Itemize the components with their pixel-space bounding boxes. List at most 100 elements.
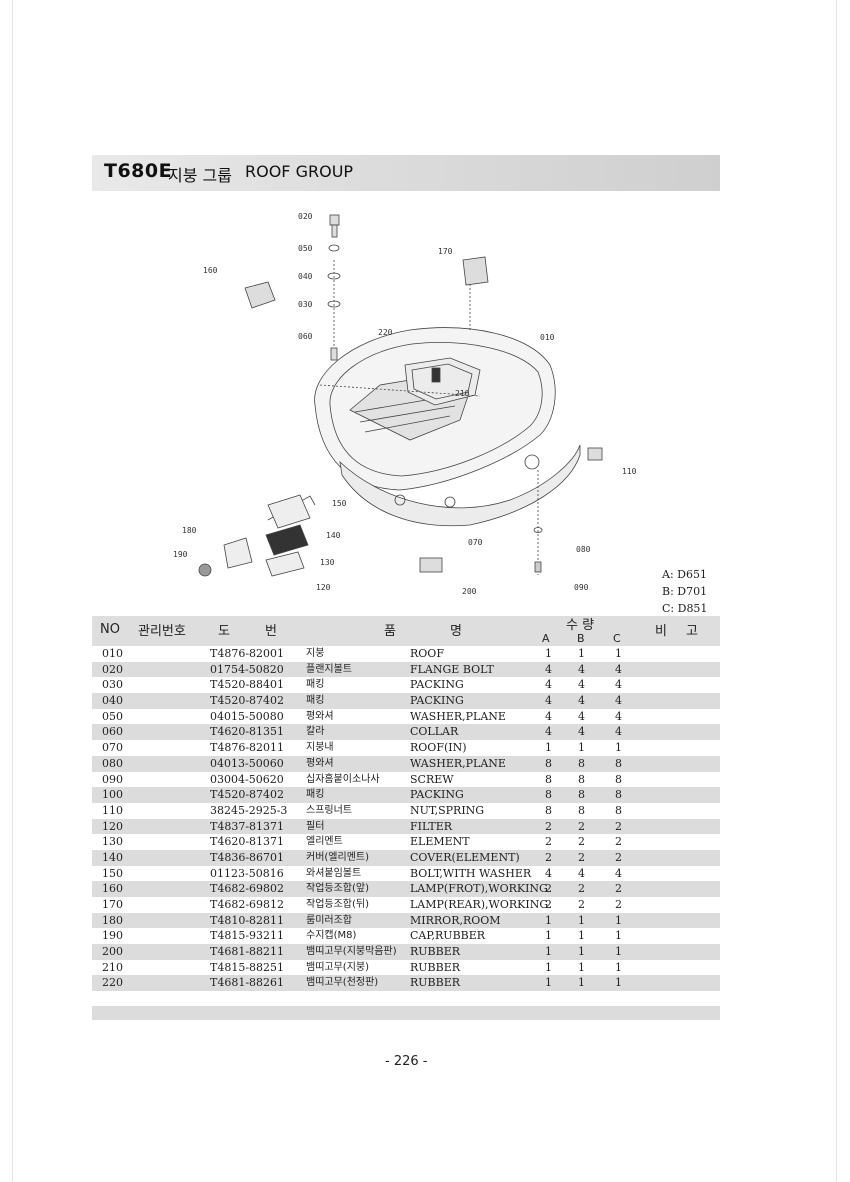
row-no: 160 [102,882,123,896]
row-no: 180 [102,913,123,927]
row-qty-b: 2 [578,835,585,849]
row-qty-a: 8 [545,756,552,770]
header-qty-b: B [577,632,585,645]
exploded-parts-diagram: 020 050 040 030 060 160 170 220 010 210 … [173,212,637,596]
row-name-english: PACKING [410,788,464,802]
row-no: 140 [102,850,123,864]
row-qty-c: 1 [615,960,622,974]
header-qty-c: C [613,632,621,645]
row-qty-a: 4 [545,725,552,739]
row-qty-b: 1 [578,945,585,959]
row-qty-c: 2 [615,850,622,864]
table-footer-bar [92,1006,720,1020]
row-name-english: RUBBER [410,960,461,974]
row-qty-c: 1 [615,976,622,990]
callout-label: 010 [540,333,555,342]
row-no: 020 [102,662,123,676]
group-title-korean: 지붕 그룹 [168,166,232,185]
row-qty-b: 8 [578,756,585,770]
row-part-number: 38245-2925-3 [210,803,288,817]
row-qty-a: 1 [545,945,552,959]
row-qty-c: 4 [615,725,622,739]
row-part-number: T4520-87402 [210,788,285,802]
callout-label: 040 [298,272,313,281]
row-qty-a: 1 [545,913,552,927]
row-qty-b: 4 [578,866,585,880]
row-qty-b: 8 [578,803,585,817]
row-qty-b: 2 [578,819,585,833]
row-name-korean: 작업등조합(뒤) [306,899,370,910]
row-no: 170 [102,898,123,911]
row-part-number: T4682-69812 [210,898,285,911]
header-qty-a: A [542,632,550,645]
row-qty-b: 2 [578,882,585,896]
row-part-number: 01123-50816 [210,866,284,880]
row-part-number: 04013-50060 [210,756,284,770]
row-no: 050 [102,709,123,723]
row-qty-b: 4 [578,678,585,692]
row-part-number: 04015-50080 [210,709,284,723]
row-part-number: T4681-88261 [210,976,285,990]
row-name-korean: 패킹 [306,789,325,801]
row-part-number: T4682-69802 [210,882,285,896]
callout-label: 190 [173,550,188,559]
row-part-number: T4620-81351 [210,725,285,739]
row-qty-b: 1 [578,913,585,927]
row-part-number: T4876-82011 [210,741,285,755]
row-qty-c: 8 [615,772,622,786]
callout-label: 140 [326,531,341,540]
row-qty-c: 2 [615,819,622,833]
row-name-korean: 뱀띠고무(지붕막음판) [306,946,397,958]
row-qty-b: 1 [578,647,585,660]
row-qty-c: 8 [615,803,622,817]
row-qty-c: 4 [615,678,622,692]
legend-model-a: A: D651 [662,568,707,581]
row-name-korean: 수지캡(M8) [306,930,357,942]
model-title: T680E [104,160,173,182]
row-name-korean: 커버(엘리멘트) [306,851,370,863]
page-edge-right [836,0,837,1182]
callout-label: 080 [576,545,591,554]
row-part-number: T4520-88401 [210,678,285,692]
row-part-number: 01754-50820 [210,662,284,676]
table-header-bar [92,616,720,646]
row-qty-c: 2 [615,898,622,911]
row-qty-a: 2 [545,882,552,896]
row-name-korean: 필터 [306,820,325,832]
row-part-number: T4681-88211 [210,945,285,959]
header-drawing-number-2: 번 [265,624,277,639]
callout-label: 170 [438,247,453,256]
callout-label: 130 [320,558,335,567]
row-qty-a: 4 [545,694,552,708]
row-no: 010 [102,647,123,660]
row-no: 040 [102,694,123,708]
row-qty-b: 4 [578,662,585,676]
row-qty-a: 1 [545,929,552,943]
row-name-korean: 플랜지볼트 [306,663,352,675]
page-edge-left [12,0,13,1182]
row-name-english: CAP,RUBBER [410,929,486,943]
row-qty-a: 8 [545,788,552,802]
callout-label: 060 [298,332,313,341]
row-name-korean: 룸미러조합 [306,914,352,926]
row-qty-c: 2 [615,835,622,849]
row-qty-b: 1 [578,960,585,974]
row-qty-a: 2 [545,850,552,864]
row-name-korean: 평와셔 [306,757,334,769]
row-part-number: 03004-50620 [210,772,284,786]
row-no: 060 [102,725,123,739]
header-part-name-1: 품 [384,624,396,639]
row-name-korean: 십자홈붙이소나사 [306,773,380,785]
row-no: 110 [102,803,123,817]
row-part-number: T4836-86701 [210,850,285,864]
